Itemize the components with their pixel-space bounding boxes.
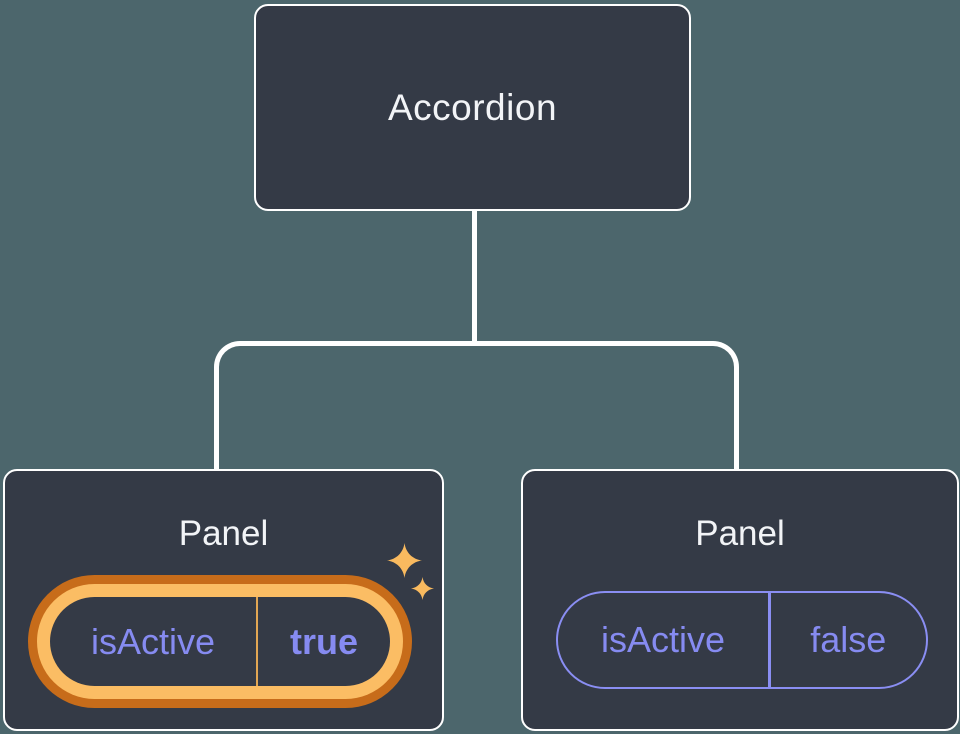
state-value-label: false [810,619,887,660]
panel-title: Panel [178,514,269,553]
connector-branch [214,341,739,471]
panel-node-active: Panel isActive true [3,469,444,731]
state-pill-divider [256,597,258,686]
state-pill-divider [768,593,771,687]
state-key-label: isActive [600,619,726,660]
state-pill-body: isActive true [50,597,390,686]
root-node-accordion: Accordion [254,4,691,211]
connector-stem [472,209,477,346]
state-pill-highlighted: isActive true [28,575,412,708]
state-value-label: true [289,620,358,662]
state-pill: isActive false [556,591,928,689]
sparkle-icon [387,543,422,578]
panel-title: Panel [695,514,785,553]
panel-node-inactive: Panel isActive false [521,469,959,731]
state-pill-highlight-ring: isActive true [37,584,403,699]
sparkle-icon [411,577,434,600]
root-node-label: Accordion [387,86,558,128]
state-key-label: isActive [90,620,216,662]
